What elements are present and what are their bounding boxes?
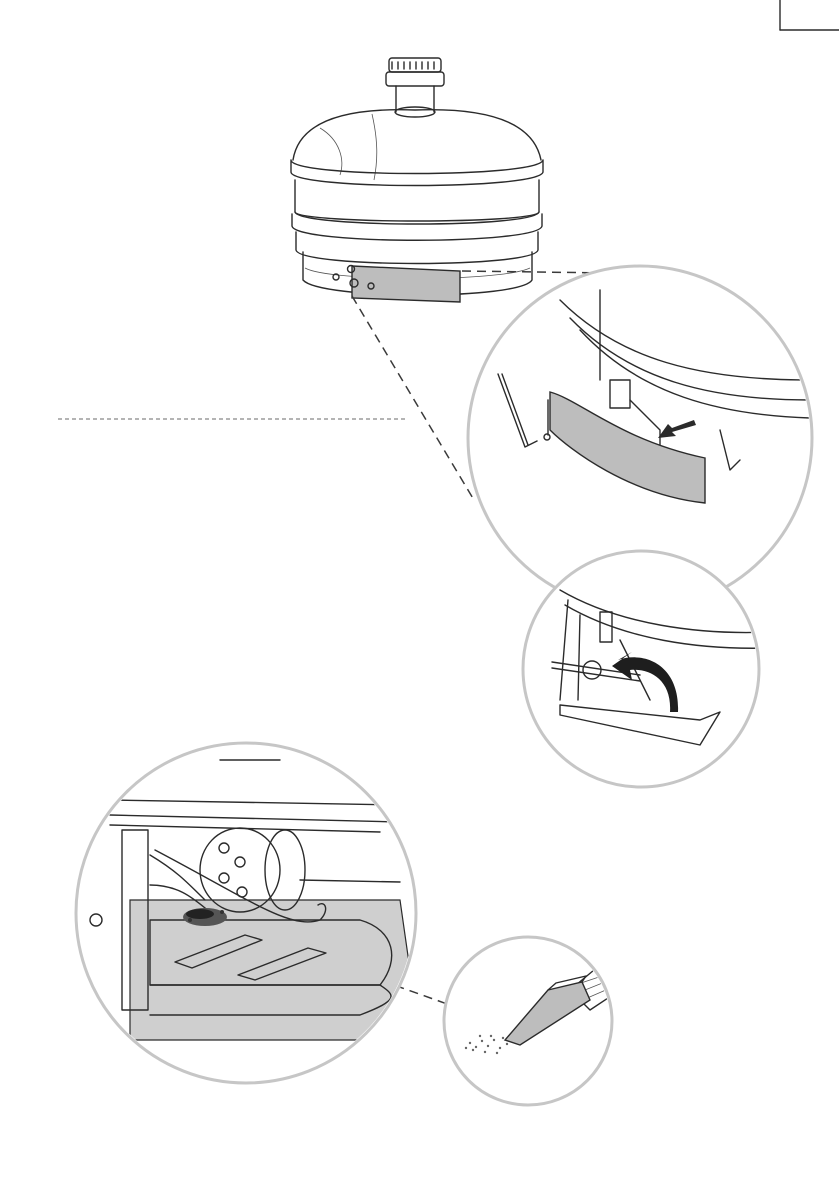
crop-marks [780, 0, 839, 30]
vacuum-nozzle-icon [444, 937, 620, 1105]
filter-housing-icon [291, 58, 543, 302]
latch-release-icon [523, 551, 770, 787]
filter-area-icon [76, 743, 420, 1083]
debris [183, 908, 227, 926]
